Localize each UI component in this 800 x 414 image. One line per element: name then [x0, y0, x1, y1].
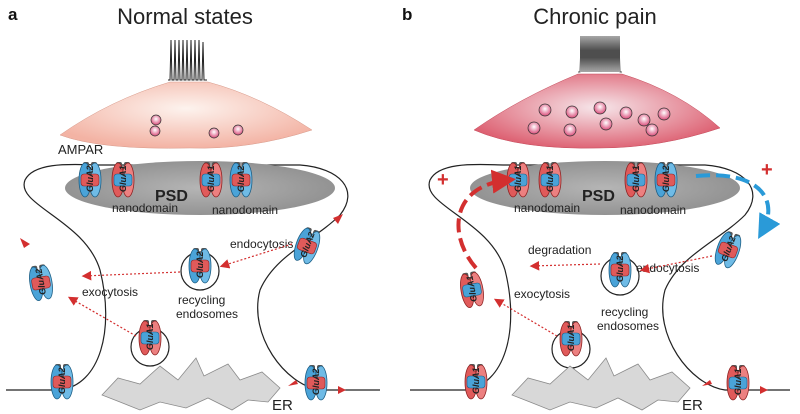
nanodomain-right-a: nanodomain — [212, 203, 278, 217]
receptor-a-5: GluA2 — [290, 224, 324, 267]
nanodomain-right-b: nanodomain — [620, 203, 686, 217]
receptor-b-3: GluA1 — [624, 161, 648, 198]
panel-a: a Normal states AMPAR PSD nanodomain nan… — [6, 4, 380, 414]
receptor-a-9: GluA2 — [50, 363, 74, 400]
endosomes-label-b: endosomes — [597, 319, 659, 333]
svg-text:GluA1: GluA1 — [631, 165, 641, 192]
membrane-arrows-a — [20, 214, 346, 394]
svg-text:GluA1: GluA1 — [513, 165, 523, 192]
exocytosis-label-a: exocytosis — [82, 285, 138, 299]
receptor-b-6: GluA1 — [457, 269, 487, 310]
svg-text:GluA1: GluA1 — [733, 368, 743, 395]
nanodomain-left-a: nanodomain — [112, 201, 178, 215]
panel-letter-a: a — [8, 5, 18, 24]
dendritic-spine-membrane-a — [6, 163, 380, 391]
svg-text:GluA2: GluA2 — [661, 165, 671, 192]
spike-train-a — [168, 39, 207, 81]
receptor-b-9: GluA1 — [464, 363, 488, 400]
svg-text:GluA2: GluA2 — [236, 165, 246, 192]
svg-text:GluA1: GluA1 — [471, 367, 481, 394]
svg-text:GluA1: GluA1 — [465, 275, 479, 303]
membrane-arrows-b — [702, 380, 768, 394]
vesicles-b — [527, 101, 671, 137]
svg-text:GluA1: GluA1 — [545, 165, 555, 192]
recycling-label-a: recycling — [178, 293, 225, 307]
svg-text:GluA1: GluA1 — [566, 324, 576, 351]
nanodomain-left-b: nanodomain — [514, 201, 580, 215]
vesicles-a — [149, 114, 244, 139]
plus-left-b: + — [437, 169, 449, 191]
receptor-a-7: GluA2 — [188, 247, 212, 284]
receptor-b-1: GluA1 — [506, 161, 530, 198]
receptor-a-8: GluA1 — [138, 319, 162, 356]
panel-title-a: Normal states — [117, 4, 253, 29]
receptor-a-3: GluA1 — [199, 161, 223, 198]
exocytosis-enhanced-arrow-b — [456, 169, 516, 270]
postsynaptic-soma-a — [59, 81, 313, 149]
svg-text:GluA1: GluA1 — [118, 165, 128, 192]
receptor-b-4: GluA2 — [654, 161, 678, 198]
endocytosis-label-b: endocytosis — [636, 261, 699, 275]
endocytosis-enhanced-arrow-b — [695, 173, 781, 239]
degradation-label-b: degradation — [528, 243, 591, 257]
svg-text:GluA2: GluA2 — [85, 165, 95, 192]
svg-text:GluA2: GluA2 — [34, 268, 48, 296]
psd-label-b: PSD — [582, 188, 615, 205]
svg-text:GluA1: GluA1 — [206, 165, 216, 192]
panel-title-b: Chronic pain — [533, 4, 657, 29]
endocytosis-label-a: endocytosis — [230, 237, 293, 251]
receptor-b-10: GluA1 — [726, 364, 750, 401]
receptor-a-1: GluA2 — [78, 161, 102, 198]
svg-text:GluA2: GluA2 — [615, 255, 625, 282]
er-shape-b — [511, 357, 691, 411]
receptor-b-2: GluA1 — [538, 161, 562, 198]
svg-text:GluA2: GluA2 — [57, 367, 67, 394]
trafficking-arrows-b — [493, 255, 713, 337]
receptor-a-6: GluA2 — [26, 262, 56, 303]
receptor-a-10: GluA2 — [304, 364, 328, 401]
trafficking-arrows-a — [67, 243, 293, 337]
spike-train-b — [578, 35, 622, 73]
dendritic-spine-membrane-b — [410, 163, 790, 391]
receptor-b-5: GluA2 — [711, 228, 745, 271]
er-label-b: ER — [682, 397, 703, 414]
receptor-a-2: GluA1 — [111, 161, 135, 198]
receptor-b-7: GluA2 — [608, 251, 632, 288]
receptor-a-4: GluA2 — [229, 161, 253, 198]
svg-text:GluA2: GluA2 — [311, 368, 321, 395]
recycling-label-b: recycling — [601, 305, 648, 319]
er-label-a: ER — [272, 397, 293, 414]
endosomes-label-a: endosomes — [176, 307, 238, 321]
ampar-label: AMPAR — [58, 142, 103, 157]
exocytosis-label-b: exocytosis — [514, 287, 570, 301]
psd-label-a: PSD — [155, 188, 188, 205]
receptor-b-8: GluA1 — [559, 320, 583, 357]
panel-letter-b: b — [402, 5, 412, 24]
psd-disc-a — [65, 161, 335, 215]
svg-text:GluA1: GluA1 — [145, 323, 155, 350]
plus-right-b: + — [761, 159, 773, 181]
svg-text:GluA2: GluA2 — [195, 251, 205, 278]
panel-b: b Chronic pain PSD nanodomain nanodomain — [402, 4, 790, 414]
er-shape-a — [101, 357, 281, 411]
